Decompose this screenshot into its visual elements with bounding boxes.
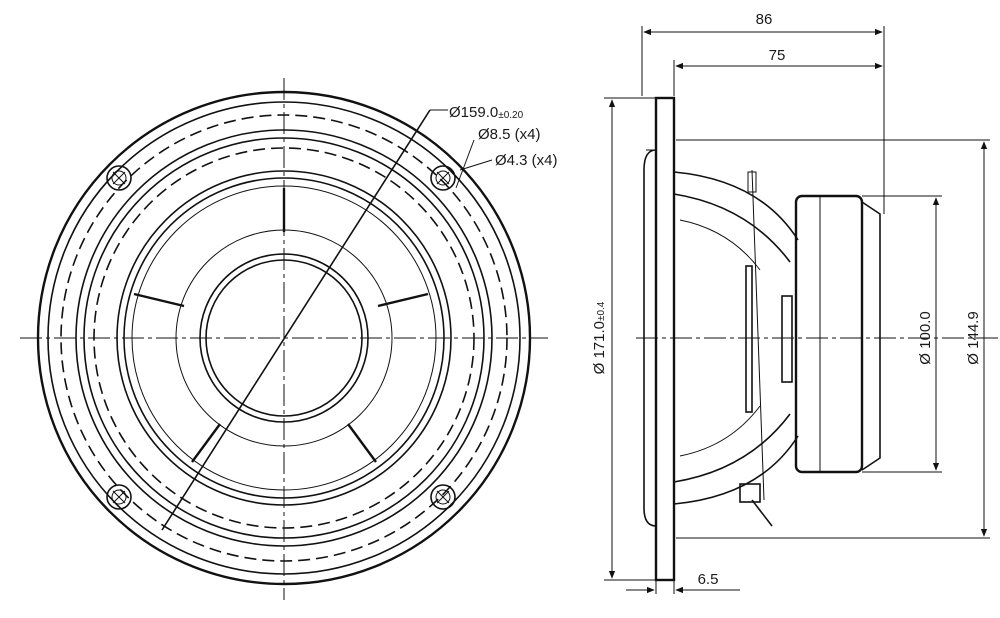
basket-curve-3 <box>673 435 799 505</box>
spoke-right <box>377 292 429 308</box>
terminal-tab <box>751 499 773 527</box>
frame-flange <box>654 96 676 582</box>
gasket <box>643 149 657 527</box>
basket-curve-4 <box>673 413 791 483</box>
cone-outer-ring <box>116 170 452 506</box>
spider-ring <box>745 265 753 413</box>
magnet-back-plate <box>861 201 881 471</box>
front-view: Ø159.0±0.20 Ø8.5 (x4) Ø4.3 (x4) <box>20 78 558 600</box>
flange-thickness-label: 6.5 <box>698 571 719 588</box>
spoke-bottom-right <box>347 423 377 463</box>
cone-curve-top <box>679 219 761 271</box>
overall-depth-label: 86 <box>756 11 773 28</box>
surround-dashed-ring <box>93 147 475 529</box>
magnet-diameter-label: Ø 100.0 <box>917 311 934 364</box>
magnet-housing <box>794 194 864 474</box>
dust-cap-outer <box>199 253 369 423</box>
mount-hole-bottom-right <box>430 484 456 510</box>
cone-ring-3 <box>131 185 437 491</box>
bolt-circle <box>60 114 508 562</box>
hole-leader-2 <box>459 159 493 171</box>
cone-ring-2 <box>123 177 445 499</box>
spoke-bottom-left <box>191 423 221 463</box>
terminal-block <box>739 483 761 503</box>
basket-curve-2 <box>673 193 791 263</box>
mount-depth-label: 75 <box>769 47 786 64</box>
hole-leader-1 <box>455 139 475 189</box>
mount-hole-bottom-left <box>106 484 132 510</box>
mount-holes-label: Ø8.5 (x4) <box>478 126 541 143</box>
basket-curve-1 <box>673 171 799 241</box>
outer-diameter-label: Ø159.0±0.20 <box>449 104 524 121</box>
terminal-wire <box>751 169 765 501</box>
cutout-diameter-label: Ø 144.9 <box>965 311 982 364</box>
diameter-leader-line <box>161 109 431 531</box>
frame-inner-edge <box>47 101 521 575</box>
outer-frame-ring <box>36 90 532 586</box>
mount-hole-top-right <box>430 165 456 191</box>
cone-curve-bottom <box>679 405 761 457</box>
pole-piece <box>781 295 793 383</box>
frame-diameter-label: Ø 171.0±0.4 <box>591 301 608 374</box>
dust-cap-inner <box>205 259 363 417</box>
side-view: 86 75 Ø 171.0±0.4 Ø 100.0 Ø 144.9 6.5 <box>591 11 998 594</box>
spoke-left <box>133 292 185 308</box>
small-holes-label: Ø4.3 (x4) <box>495 152 558 169</box>
mount-hole-top-left <box>106 165 132 191</box>
surround-outer-ring <box>75 129 493 547</box>
surround-ring-2 <box>83 137 485 539</box>
